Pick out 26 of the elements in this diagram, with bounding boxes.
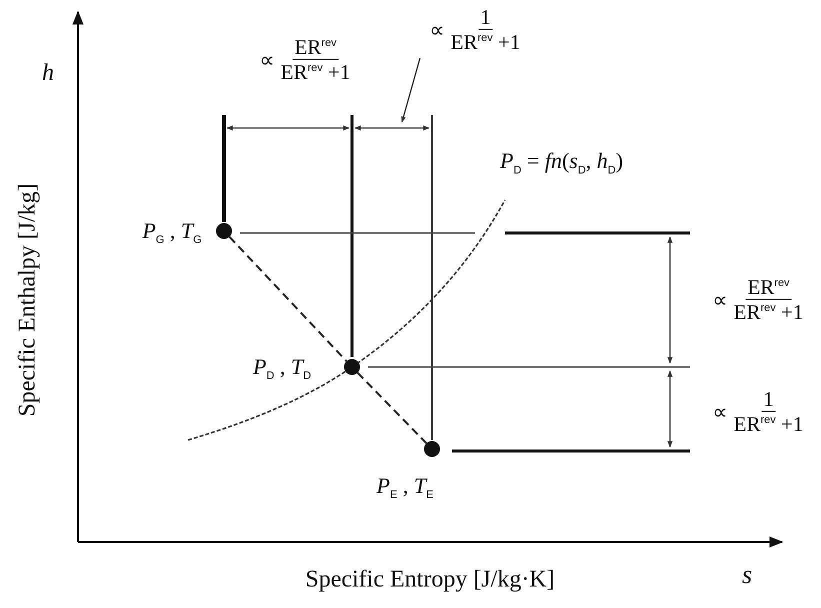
fraction-denominator: ER$^{rev}$ +1 (450, 30, 520, 54)
proportional-sign: ∝ (260, 48, 275, 72)
dashed-line (228, 236, 348, 362)
proportional-sign: ∝ (712, 288, 728, 312)
dashed-line (356, 372, 428, 444)
point-label: P$_{G}$ , T$_{G}$ (142, 218, 202, 246)
point-label: P$_{D}$ , T$_{D}$ (252, 354, 312, 382)
fraction-numerator: 1 (478, 6, 493, 30)
proportional-sign: ∝ (712, 400, 728, 424)
fraction-numerator: ER$^{rev}$ (292, 36, 339, 60)
fraction-denominator: ER$^{rev}$ +1 (734, 300, 804, 324)
fraction-numerator: 1 (761, 388, 776, 412)
leader-line (401, 58, 421, 123)
point-label: P$_{E}$ , T$_{E}$ (376, 472, 434, 502)
fraction-numerator: ER$^{rev}$ (745, 276, 792, 300)
state-point-dot (344, 359, 360, 375)
fraction-denominator: ER$^{rev}$ +1 (734, 412, 804, 436)
state-point-dot (424, 441, 440, 457)
state-point-dot (216, 223, 232, 239)
axis-symbol: h (42, 60, 54, 87)
proportional-sign: ∝ (430, 18, 445, 42)
axis-title: Specific Enthalpy [J/kg] (14, 183, 42, 417)
function-label: P$_{D}$ = fn(s$_{D}$, h$_{D}$) (500, 148, 624, 176)
axis-symbol: s (742, 560, 752, 590)
axis-title: Specific Entropy [J/kg·K] (305, 566, 555, 594)
fraction-denominator: ER$^{rev}$ +1 (280, 60, 350, 84)
